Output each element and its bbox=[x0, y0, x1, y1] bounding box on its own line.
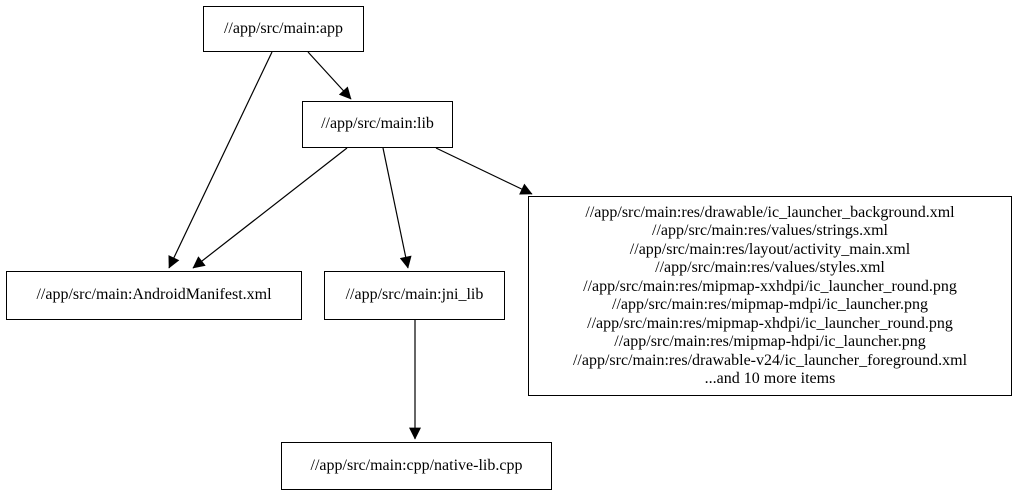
node-native-lib-cpp-label: //app/src/main:cpp/native-lib.cpp bbox=[310, 456, 523, 474]
res-file-line: //app/src/main:res/mipmap-xhdpi/ic_launc… bbox=[587, 314, 953, 332]
edge-lib-to-manifest bbox=[192, 147, 348, 269]
node-native-lib-cpp: //app/src/main:cpp/native-lib.cpp bbox=[281, 442, 552, 490]
node-app: //app/src/main:app bbox=[203, 6, 364, 52]
node-res-files: //app/src/main:res/drawable/ic_launcher_… bbox=[528, 196, 1012, 396]
node-lib-label: //app/src/main:lib bbox=[321, 115, 434, 133]
edge-app-to-manifest bbox=[168, 51, 273, 269]
node-android-manifest-label: //app/src/main:AndroidManifest.xml bbox=[36, 286, 272, 304]
edge-lib-to-jni-lib bbox=[382, 147, 412, 269]
node-lib: //app/src/main:lib bbox=[302, 101, 453, 148]
res-file-line: //app/src/main:res/values/strings.xml bbox=[652, 222, 888, 239]
res-file-line: //app/src/main:res/mipmap-xxhdpi/ic_laun… bbox=[583, 277, 957, 295]
res-file-line: //app/src/main:res/values/styles.xml bbox=[655, 259, 885, 276]
res-file-line: //app/src/main:res/drawable/ic_launcher_… bbox=[585, 203, 955, 221]
res-more-items-line: ...and 10 more items bbox=[704, 370, 836, 387]
edge-app-to-lib bbox=[307, 51, 352, 100]
res-file-line: //app/src/main:res/layout/activity_main.… bbox=[629, 240, 911, 258]
node-jni-lib: //app/src/main:jni_lib bbox=[324, 271, 505, 320]
node-jni-lib-label: //app/src/main:jni_lib bbox=[345, 286, 484, 304]
res-file-line: //app/src/main:res/mipmap-hdpi/ic_launch… bbox=[614, 333, 926, 350]
res-file-line: //app/src/main:res/mipmap-mdpi/ic_launch… bbox=[612, 296, 928, 313]
node-android-manifest: //app/src/main:AndroidManifest.xml bbox=[6, 271, 302, 320]
res-file-line: //app/src/main:res/drawable-v24/ic_launc… bbox=[572, 351, 968, 369]
node-app-label: //app/src/main:app bbox=[223, 19, 344, 37]
edge-lib-to-res bbox=[435, 147, 533, 195]
